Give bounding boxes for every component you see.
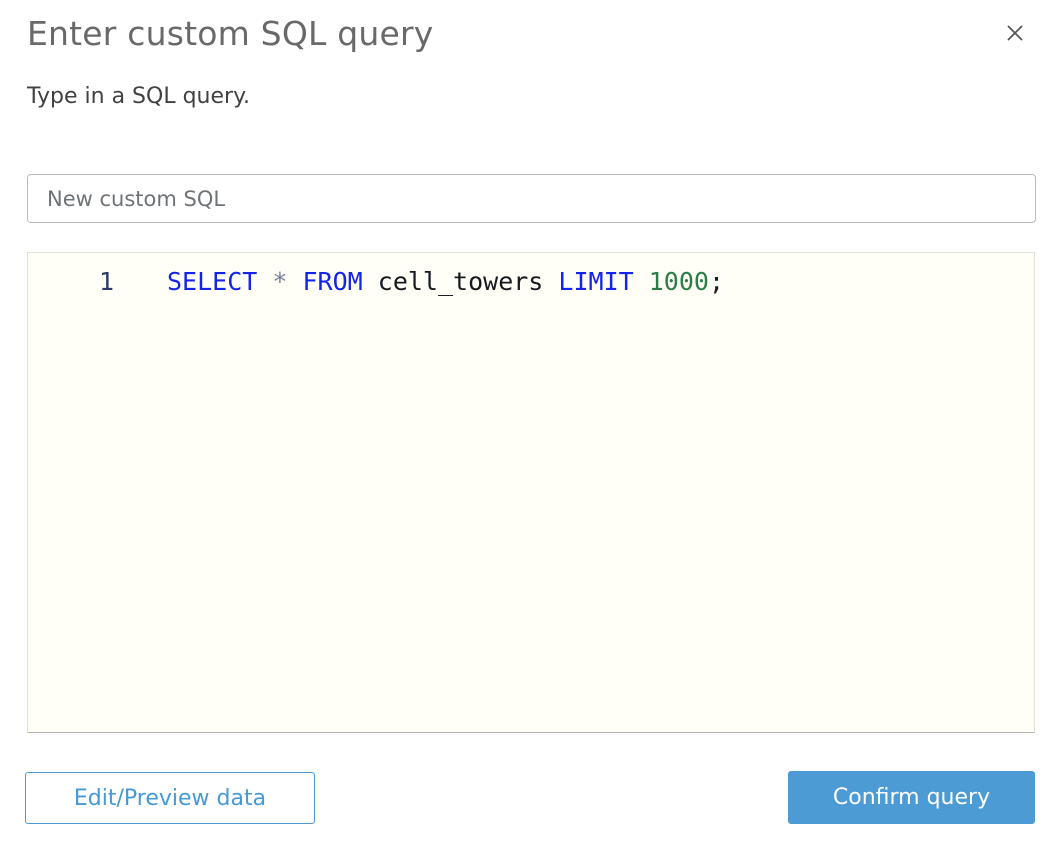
custom-sql-name-input[interactable] bbox=[27, 174, 1036, 223]
confirm-query-button[interactable]: Confirm query bbox=[788, 771, 1035, 824]
modal-subtitle: Type in a SQL query. bbox=[27, 84, 250, 109]
edit-preview-data-button[interactable]: Edit/Preview data bbox=[25, 772, 315, 824]
code-token-punctuation: ; bbox=[708, 267, 725, 296]
close-icon bbox=[1004, 22, 1026, 44]
code-token-plain bbox=[543, 267, 558, 296]
modal-title: Enter custom SQL query bbox=[27, 14, 434, 53]
code-token-keyword: LIMIT bbox=[558, 267, 634, 296]
line-number: 1 bbox=[98, 267, 114, 296]
code-token-plain bbox=[634, 267, 649, 296]
code-token-plain bbox=[287, 267, 302, 296]
code-token-keyword: SELECT bbox=[167, 267, 258, 296]
code-token-identifier: cell_towers bbox=[377, 267, 544, 296]
code-line-1: 1 SELECT * FROM cell_towers LIMIT 1000; bbox=[28, 253, 1034, 299]
code-line-content: SELECT * FROM cell_towers LIMIT 1000; bbox=[167, 265, 724, 299]
code-token-plain bbox=[257, 267, 272, 296]
code-token-operator: * bbox=[272, 267, 288, 296]
close-button[interactable] bbox=[1000, 18, 1030, 48]
code-token-number: 1000 bbox=[648, 267, 709, 296]
sql-code-editor[interactable]: 1 SELECT * FROM cell_towers LIMIT 1000; bbox=[27, 252, 1035, 733]
code-token-keyword: FROM bbox=[302, 267, 363, 296]
code-token-plain bbox=[363, 267, 378, 296]
